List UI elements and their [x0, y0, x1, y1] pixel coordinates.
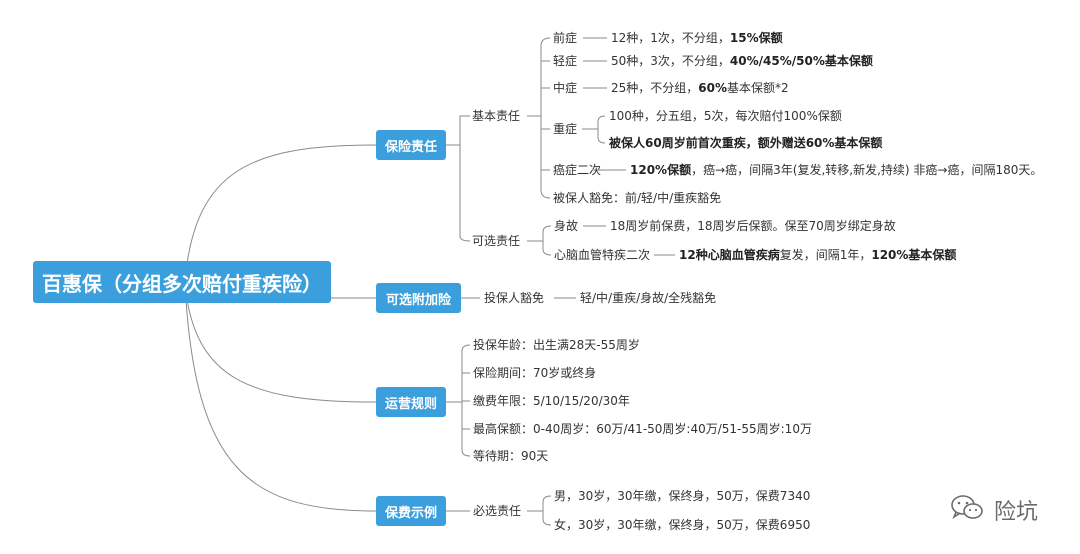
connector-coverage-basic [446, 115, 470, 146]
rule-waiting[interactable]: 等待期：90天 [473, 449, 549, 463]
node-insured-waiver[interactable]: 被保人豁免：前/轻/中/重疾豁免 [553, 191, 722, 205]
node-basic-responsibility[interactable]: 基本责任 [472, 109, 521, 123]
node-cancer-second[interactable]: 癌症二次 [553, 163, 602, 177]
bracket-example [542, 495, 552, 526]
detail-severe-bonus: 被保人60周岁前首次重疾，额外赠送60%基本保额 [609, 136, 883, 150]
rule-age[interactable]: 投保年龄：出生满28天-55周岁 [473, 338, 640, 352]
example-male[interactable]: 男，30岁，30年缴，保终身，50万，保费7340 [554, 489, 811, 503]
connector-coverage-optional [459, 145, 471, 242]
rule-payment[interactable]: 缴费年限：5/10/15/20/30年 [473, 394, 630, 408]
connector-root-example [184, 284, 377, 512]
watermark-text: 险坑 [994, 500, 1039, 525]
detail-cardio: 12种心脑血管疾病复发，间隔1年，120%基本保额 [679, 248, 957, 262]
node-moderate[interactable]: 中症 [553, 81, 578, 95]
detail-early-stage: 12种，1次，不分组，15%保额 [611, 31, 783, 45]
node-mild[interactable]: 轻症 [553, 54, 578, 68]
node-early-stage[interactable]: 前症 [553, 31, 578, 45]
detail-cancer-second: 120%保额，癌→癌，间隔3年(复发,转移,新发,持续) 非癌→癌，间隔180天… [630, 163, 1043, 177]
example-female[interactable]: 女，30岁，30年缴，保终身，50万，保费6950 [554, 518, 811, 532]
detail-death: 18周岁前保费，18周岁后保额。保至70周岁绑定身故 [610, 219, 896, 233]
category-rules[interactable]: 运营规则 [376, 387, 446, 417]
category-rider[interactable]: 可选附加险 [376, 283, 461, 313]
rule-period[interactable]: 保险期间：70岁或终身 [473, 366, 597, 380]
connector-root-rules [184, 284, 377, 403]
connector-root-coverage [184, 144, 377, 282]
bracket-severe [597, 115, 606, 144]
node-severe[interactable]: 重症 [553, 122, 578, 136]
detail-severe-groups: 100种，分五组，5次，每次赔付100%保额 [609, 109, 842, 123]
root-node[interactable]: 百惠保（分组多次赔付重疾险） [33, 261, 331, 303]
wechat-icon [950, 494, 984, 526]
node-cardio[interactable]: 心脑血管特疾二次 [554, 248, 651, 262]
node-applicant-waiver[interactable]: 投保人豁免 [484, 291, 545, 305]
category-coverage[interactable]: 保险责任 [376, 130, 446, 160]
category-example[interactable]: 保费示例 [376, 496, 446, 526]
node-death[interactable]: 身故 [554, 219, 579, 233]
bracket-optional [542, 225, 552, 256]
node-required-responsibility[interactable]: 必选责任 [473, 504, 522, 518]
watermark: 险坑 [950, 494, 1038, 526]
detail-applicant-waiver: 轻/中/重疾/身故/全残豁免 [580, 291, 717, 305]
detail-moderate: 25种，不分组，60%基本保额*2 [611, 81, 789, 95]
rule-max-coverage[interactable]: 最高保额：0-40周岁：60万/41-50周岁:40万/51-55周岁:10万 [473, 422, 812, 436]
node-optional-responsibility[interactable]: 可选责任 [472, 234, 521, 248]
bracket-basic [540, 37, 551, 199]
detail-mild: 50种，3次，不分组，40%/45%/50%基本保额 [611, 54, 873, 68]
